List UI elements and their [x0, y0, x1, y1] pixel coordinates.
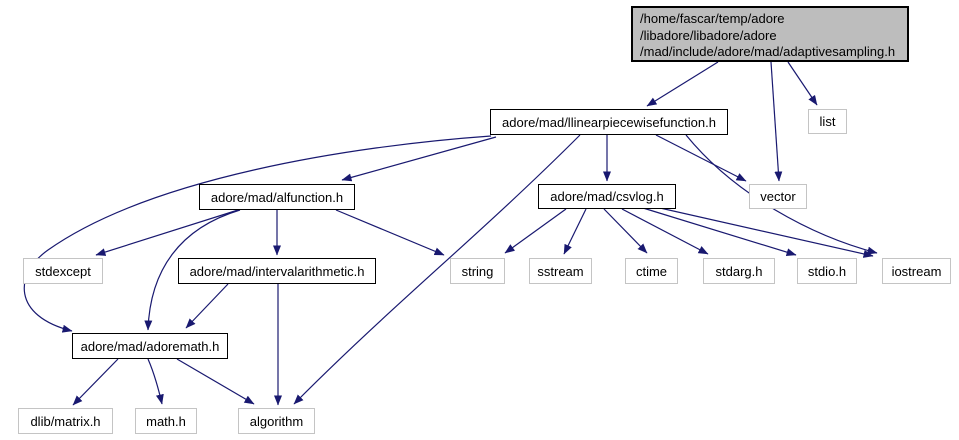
- edge-llinearpiecewisefunction-algorithm: [293, 134, 581, 405]
- edge-adaptivesampling-list: [787, 61, 818, 106]
- edge-llinearpiecewisefunction-alfunction: [341, 136, 497, 182]
- edge-llinearpiecewisefunction-vector: [655, 134, 747, 182]
- edge-llinearpiecewisefunction-iostream: [685, 134, 878, 255]
- edge-adoremath-algorithm: [176, 358, 255, 405]
- node-vector: vector: [749, 184, 807, 209]
- edge-intervalarithmetic-adoremath: [185, 283, 229, 329]
- root-path-line-2: /libadore/libadore/adore: [640, 27, 777, 43]
- node-dlib-matrix: dlib/matrix.h: [18, 408, 113, 434]
- edge-csvlog-iostream: [659, 207, 874, 258]
- root-path-line-1: /home/fascar/temp/adore: [640, 11, 785, 26]
- edge-llinearpiecewisefunction-adoremath: [23, 135, 492, 333]
- node-intervalarithmetic[interactable]: adore/mad/intervalarithmetic.h: [178, 258, 376, 284]
- node-algorithm: algorithm: [238, 408, 315, 434]
- node-sstream: sstream: [529, 258, 592, 284]
- edge-alfunction-string: [335, 209, 445, 256]
- node-adaptivesampling-root: /home/fascar/temp/adore /libadore/libado…: [631, 6, 909, 62]
- edge-adoremath-math: [147, 358, 164, 405]
- node-alfunction[interactable]: adore/mad/alfunction.h: [199, 184, 355, 210]
- edge-alfunction-stdexcept: [95, 209, 239, 256]
- edge-adaptivesampling-llinearpiecewisefunction: [646, 61, 719, 107]
- node-math: math.h: [135, 408, 197, 434]
- edge-csvlog-sstream: [563, 208, 587, 255]
- edge-csvlog-ctime: [603, 208, 648, 254]
- node-string: string: [450, 258, 505, 284]
- edge-alfunction-adoremath: [144, 209, 241, 331]
- node-stdexcept: stdexcept: [23, 258, 103, 284]
- node-llinearpiecewisefunction[interactable]: adore/mad/llinearpiecewisefunction.h: [490, 109, 728, 135]
- edge-adoremath-dlibmatrix: [72, 358, 119, 406]
- edge-adaptivesampling-vector: [770, 61, 783, 182]
- edge-csvlog-stdarg: [621, 208, 709, 255]
- node-list: list: [808, 109, 847, 134]
- node-adoremath[interactable]: adore/mad/adoremath.h: [72, 333, 228, 359]
- node-csvlog[interactable]: adore/mad/csvlog.h: [538, 184, 676, 209]
- edge-csvlog-stdio: [642, 207, 797, 257]
- node-iostream: iostream: [882, 258, 951, 284]
- node-ctime: ctime: [625, 258, 678, 284]
- edge-csvlog-string: [504, 208, 567, 254]
- node-stdarg: stdarg.h: [703, 258, 775, 284]
- node-stdio: stdio.h: [797, 258, 857, 284]
- root-path-line-3: /mad/include/adore/mad/adaptivesampling.…: [640, 44, 896, 59]
